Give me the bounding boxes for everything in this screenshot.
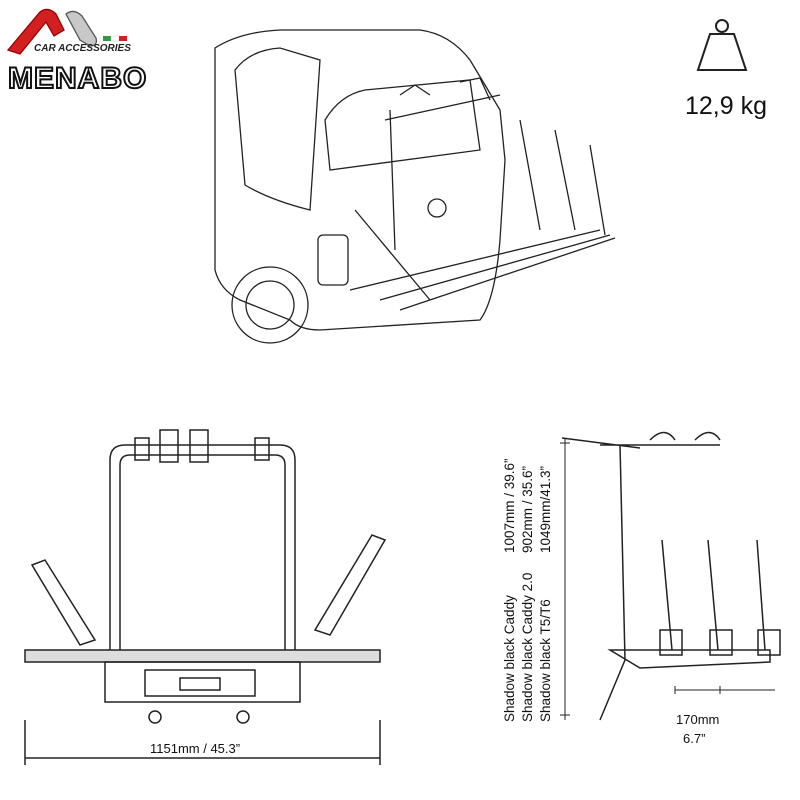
height-model-1: Shadow black Caddy	[502, 595, 517, 722]
weight-icon	[696, 19, 748, 71]
menabo-logo: CAR ACCESSORIES MENABO	[6, 8, 147, 96]
svg-text:MENABO: MENABO	[8, 62, 147, 95]
van-with-bike-rack	[214, 29, 616, 344]
height-model-2: Shadow black Caddy 2.0	[520, 572, 535, 722]
height-value-3: 1049mm/41.3”	[538, 465, 553, 553]
height-value-1: 1007mm / 39.6”	[502, 458, 517, 553]
spacing-in: 6.7”	[683, 731, 706, 746]
svg-text:CAR ACCESSORIES: CAR ACCESSORIES	[34, 43, 131, 54]
height-model-3: Shadow black T5/T6	[538, 599, 553, 722]
weight-value: 12,9 kg	[685, 92, 768, 120]
rack-front-view	[24, 429, 387, 765]
height-value-2: 902mm / 35.6”	[520, 465, 535, 553]
spacing-mm: 170mm	[676, 712, 720, 727]
rack-side-view	[560, 431, 781, 721]
width-dimension: 1151mm / 45.3”	[150, 741, 241, 756]
